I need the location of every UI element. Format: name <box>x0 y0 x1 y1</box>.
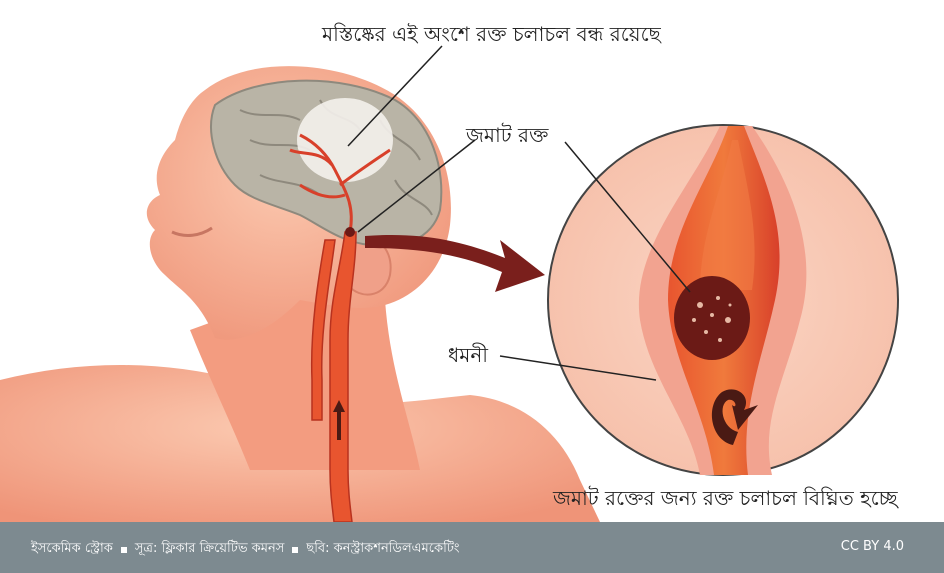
caption-credits: ইসকেমিক স্ট্রোক সূত্র: ফ্লিকার ক্রিয়েটি… <box>31 539 460 560</box>
caption-source: সূত্র: ফ্লিকার ক্রিয়েটিভ কমনস <box>135 539 285 560</box>
license-badge: CC BY 4.0 <box>841 539 904 554</box>
caption-title: ইসকেমিক স্ট্রোক <box>31 539 113 560</box>
caption-bar: ইসকেমিক স্ট্রোক সূত্র: ফ্লিকার ক্রিয়েটি… <box>0 522 944 573</box>
label-flow-obstructed: জমাট রক্তের জন্য রক্ত চলাচল বিঘ্নিত হচ্ছ… <box>553 484 898 517</box>
label-blocked-brain-region: মস্তিষ্কের এই অংশে রক্ত চলাচল বন্ধ রয়েছ… <box>322 20 661 53</box>
ischemic-region <box>297 98 393 182</box>
label-blood-clot: জমাট রক্ত <box>466 121 548 154</box>
separator-square-icon <box>121 547 127 553</box>
label-artery: ধমনী <box>448 341 488 374</box>
ischemic-stroke-illustration <box>0 0 944 522</box>
caption-image-credit: ছবি: কনস্ট্রাকশনডিলএমকেটিং <box>306 539 459 560</box>
separator-square-icon <box>292 547 298 553</box>
clot-marker <box>345 227 355 237</box>
blood-clot <box>674 276 750 360</box>
